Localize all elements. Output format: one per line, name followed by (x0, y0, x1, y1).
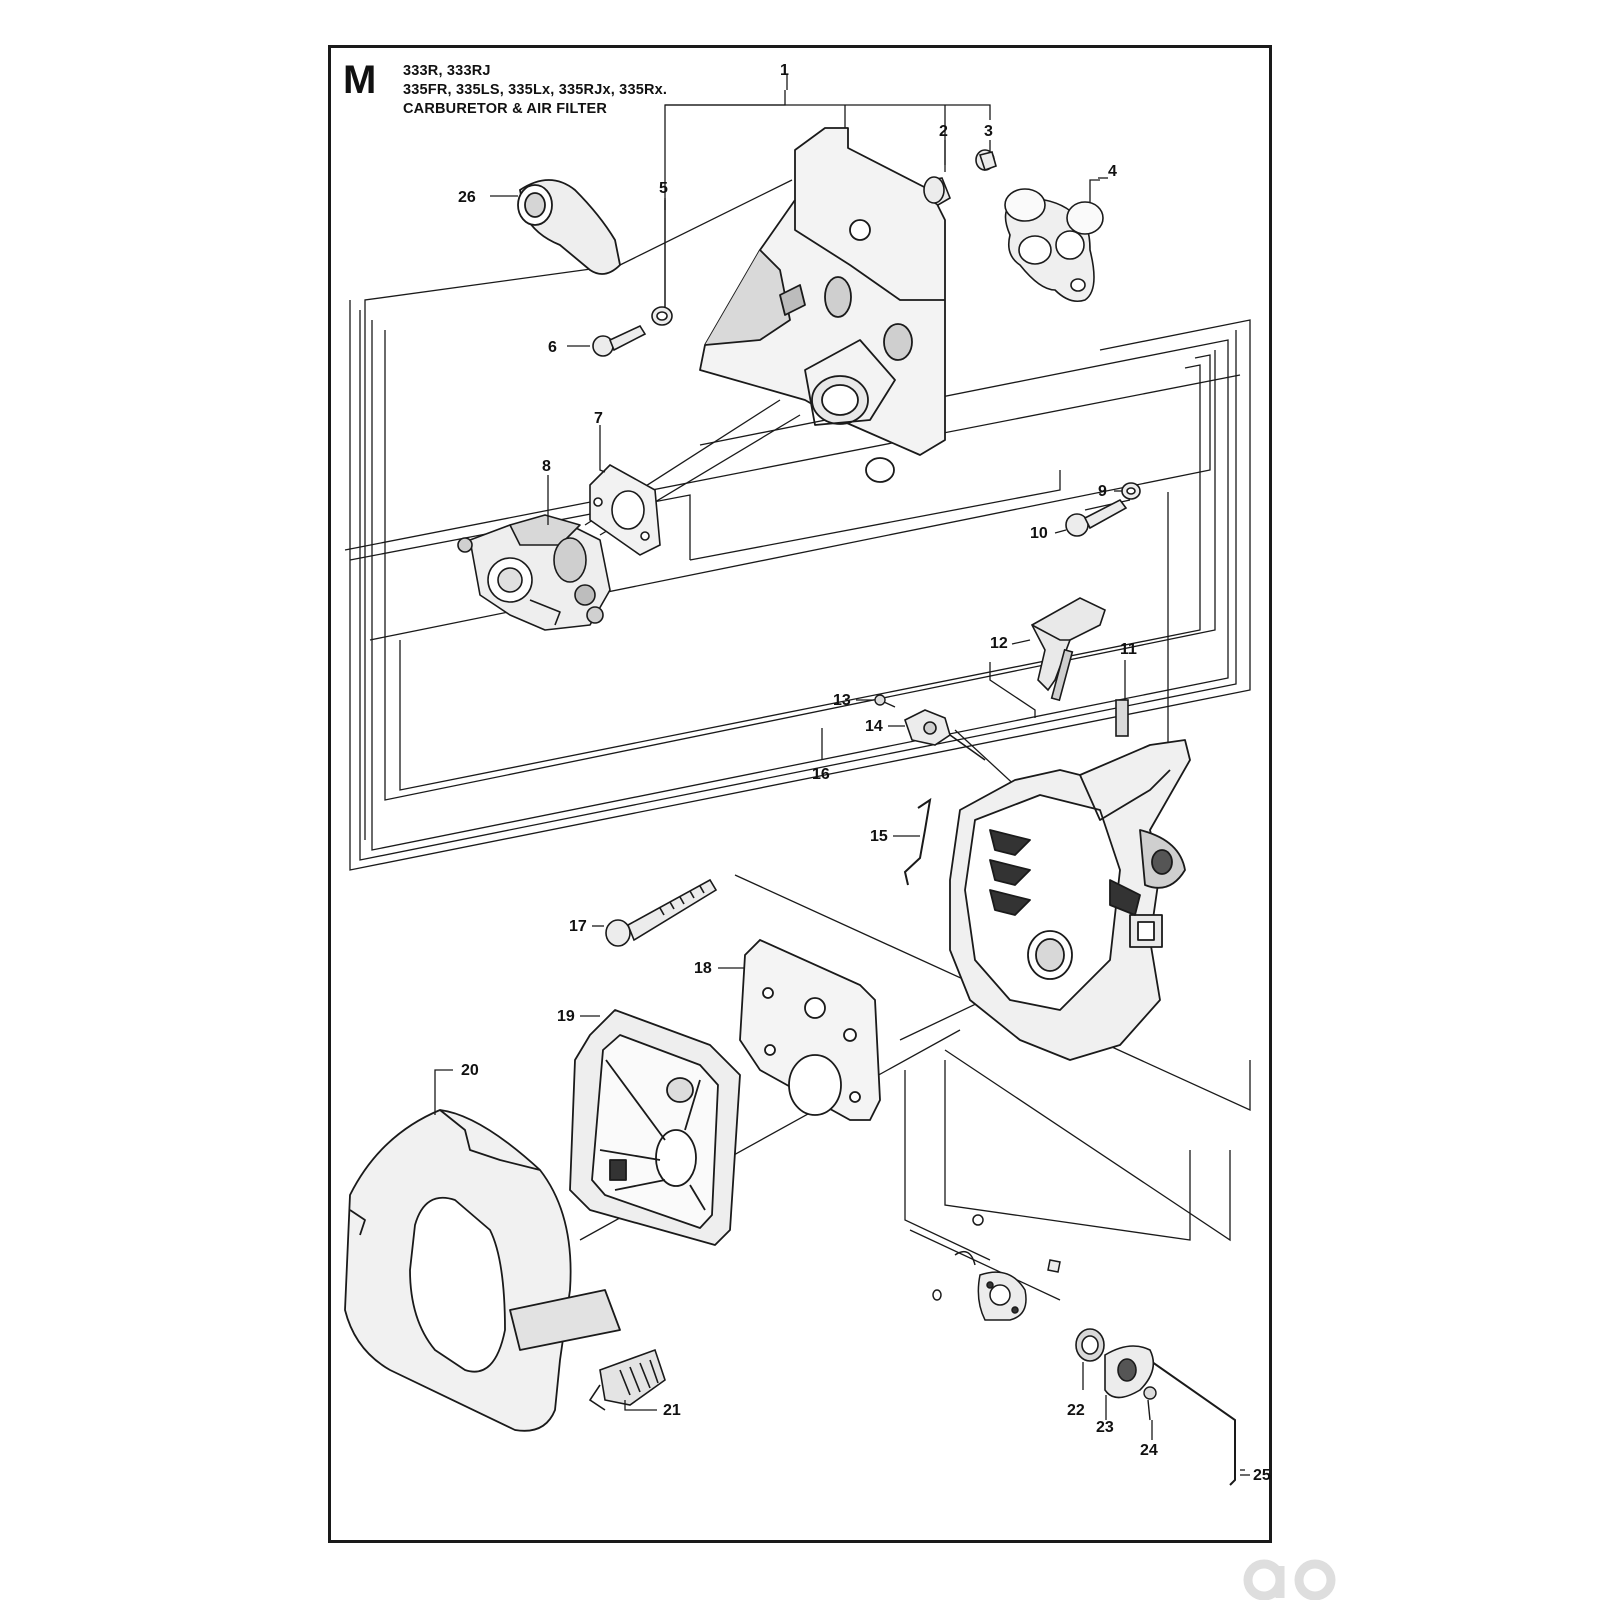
part-13-screw (874, 694, 896, 708)
callout-14: 14 (865, 718, 883, 735)
callout-23: 23 (1096, 1419, 1114, 1436)
part-7-gasket (589, 464, 661, 556)
assembly-frame-1 (619, 179, 793, 266)
part-11-pin (1115, 699, 1129, 737)
part-25-rod (1134, 1349, 1236, 1486)
part-22-seal-ring (1075, 1328, 1105, 1362)
part-10-screw (1065, 498, 1128, 537)
part-5-spacer (651, 306, 673, 326)
part-26-intake-elbow (517, 179, 621, 275)
callout-20: 20 (461, 1062, 479, 1079)
assembly-frame-2 (349, 300, 1251, 871)
part-9-washer (1121, 482, 1141, 500)
callout-5: 5 (659, 180, 668, 197)
part-17-bolt (605, 878, 718, 947)
callout-22: 22 (1067, 1402, 1085, 1419)
part-20-filter-cover (344, 1109, 621, 1432)
callout-leaders (434, 75, 1250, 1476)
callout-2: 2 (939, 123, 948, 140)
part-19-air-filter (569, 1009, 741, 1246)
callout-17: 17 (569, 918, 587, 935)
part-16-handle-housing (949, 739, 1191, 1061)
assembly-lines (344, 90, 1251, 1486)
section-letter: M (343, 58, 377, 102)
callout-21: 21 (663, 1402, 681, 1419)
part-3-bushing (975, 149, 997, 172)
part-24-screw (1143, 1386, 1157, 1421)
callout-19: 19 (557, 1008, 575, 1025)
callout-25: 25 (1253, 1467, 1271, 1484)
callout-4: 4 (1108, 163, 1117, 180)
lower-choke-parts (932, 1214, 1061, 1321)
callout-9: 9 (1098, 483, 1107, 500)
callout-8: 8 (542, 458, 551, 475)
part-23-choke-plate (1104, 1345, 1155, 1399)
callout-7: 7 (594, 410, 603, 427)
diagram-title: CARBURETOR & AIR FILTER (403, 101, 608, 117)
callout-11: 11 (1120, 641, 1137, 658)
callout-numbers: 1 2 3 4 5 6 7 8 9 10 11 12 13 14 15 16 1… (458, 62, 1271, 1484)
part-14-stop-switch (904, 709, 986, 761)
callout-12: 12 (990, 635, 1008, 652)
part-2-bushing (923, 176, 951, 206)
part-1-intake-bracket (699, 127, 946, 483)
callout-16: 16 (812, 766, 830, 783)
callout-26: 26 (458, 189, 476, 206)
part-21-cover-latch (588, 1348, 666, 1411)
part-6-screw (592, 324, 647, 357)
callout-18: 18 (694, 960, 712, 977)
part-12-choke-lever (1030, 597, 1106, 702)
part-18-filter-plate (739, 938, 881, 1121)
callout-3: 3 (984, 123, 993, 140)
model-line-2: 335FR, 335LS, 335Lx, 335RJx, 335Rx. (403, 82, 668, 98)
model-line-1: 333R, 333RJ (403, 63, 491, 79)
callout-10: 10 (1030, 525, 1048, 542)
part-15-wire (903, 797, 932, 886)
callout-15: 15 (870, 828, 888, 845)
part-4-gasket (1004, 188, 1104, 303)
callout-24: 24 (1140, 1442, 1158, 1459)
watermark-logo-icon (1243, 1559, 1336, 1600)
callout-1: 1 (780, 62, 789, 79)
part-8-carburetor (457, 514, 611, 631)
callout-6: 6 (548, 339, 557, 356)
callout-13: 13 (833, 692, 851, 709)
